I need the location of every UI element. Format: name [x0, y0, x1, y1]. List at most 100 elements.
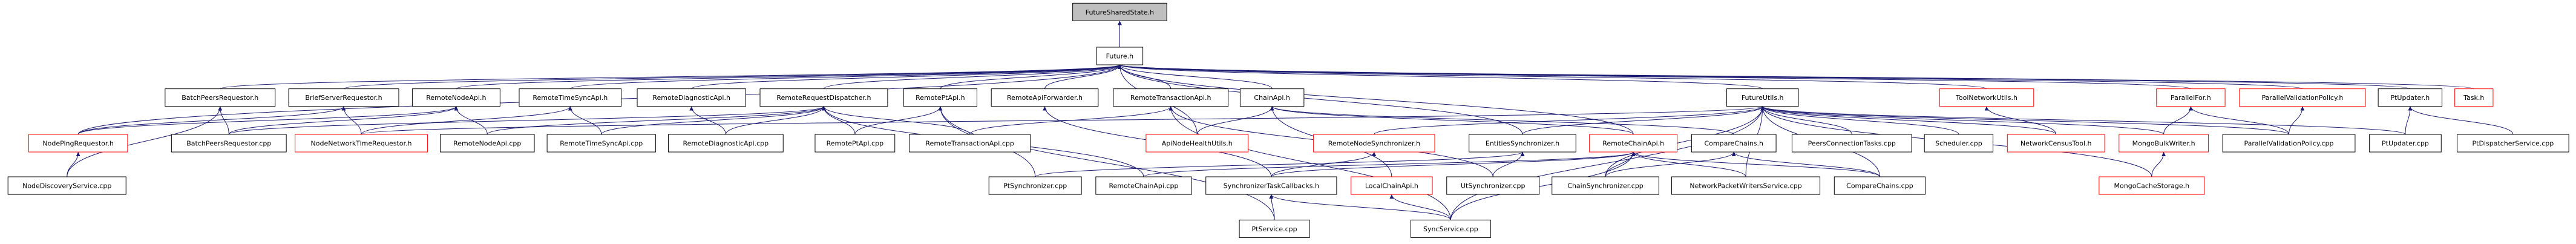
- edge-arrow: [1035, 151, 1525, 177]
- node-remotenodeapi-h[interactable]: RemoteNodeApi.h: [411, 88, 500, 107]
- edge-arrow: [1605, 151, 1736, 177]
- node-label: RemoteRequestDispatcher.h: [776, 94, 871, 102]
- node-batchpeersrequestor-cpp[interactable]: BatchPeersRequestor.cpp: [171, 134, 287, 153]
- node-label: SyncService.cpp: [1423, 225, 1478, 233]
- node-futureutils-h[interactable]: FutureUtils.h: [1726, 88, 1799, 107]
- node-toolnetworkutils-h[interactable]: ToolNetworkUtils.h: [1939, 88, 2034, 107]
- node-box: [2222, 134, 2356, 153]
- edge-arrow: [1044, 64, 1122, 89]
- node-remotetimesyncapi-h[interactable]: RemoteTimeSyncApi.h: [519, 88, 622, 107]
- edge-arrow: [725, 106, 826, 135]
- edge-arrow: [1118, 64, 2191, 90]
- node-mongocachestorage-h[interactable]: MongoCacheStorage.h: [2099, 176, 2205, 195]
- edge-arrow: [341, 106, 362, 134]
- node-label: UtSynchronizer.cpp: [1461, 182, 1525, 190]
- node-remoterequestdispatcher-h[interactable]: RemoteRequestDispatcher.h: [759, 88, 888, 107]
- node-nodenetworktimerequestor-h[interactable]: NodeNetworkTimeRequestor.h: [295, 134, 428, 153]
- node-box: [7, 176, 126, 195]
- edge-arrow: [1984, 106, 2057, 135]
- node-box: [1791, 134, 1912, 153]
- node-localchainapi-h[interactable]: LocalChainApi.h: [1351, 176, 1433, 195]
- edge-arrow: [228, 106, 459, 135]
- node-future-h[interactable]: Future.h: [1096, 47, 1144, 65]
- edge-arrow: [1143, 151, 1636, 177]
- node-remotenodeapi-cpp[interactable]: RemoteNodeApi.cpp: [440, 134, 535, 153]
- node-comparechains-h[interactable]: CompareChains.h: [1691, 134, 1777, 153]
- node-remoteptapi-cpp[interactable]: RemotePtApi.cpp: [814, 134, 896, 153]
- node-parallelvalidationpolicy-cpp[interactable]: ParallelValidationPolicy.cpp: [2222, 134, 2356, 153]
- edge-arrow: [456, 64, 1122, 90]
- node-comparechains-cpp[interactable]: CompareChains.cpp: [1834, 176, 1926, 195]
- node-label: ParallelValidationPolicy.cpp: [2244, 140, 2334, 148]
- node-box: [519, 88, 622, 107]
- node-peersconnectiontasks-cpp[interactable]: PeersConnectionTasks.cpp: [1791, 134, 1912, 153]
- node-ptservice-cpp[interactable]: PtService.cpp: [1239, 219, 1310, 238]
- node-apinodehealthutils-h[interactable]: ApiNodeHealthUtils.h: [1145, 134, 1249, 153]
- edge-arrow: [1631, 151, 1746, 177]
- node-remotenodesynchronizer-h[interactable]: RemoteNodeSynchronizer.h: [1313, 134, 1435, 153]
- node-box: [1410, 219, 1491, 238]
- node-remotetransactionapi-cpp[interactable]: RemoteTransactionApi.cpp: [908, 134, 1031, 153]
- edge-arrow: [2163, 106, 2193, 135]
- node-remotechainapi-h[interactable]: RemoteChainApi.h: [1589, 134, 1678, 153]
- node-label: ParallelValidationPolicy.h: [2261, 94, 2343, 102]
- node-remotetimesyncapi-cpp[interactable]: RemoteTimeSyncApi.cpp: [546, 134, 656, 153]
- node-nodediscoveryservice-cpp[interactable]: NodeDiscoveryService.cpp: [7, 176, 126, 195]
- edge-arrow: [343, 64, 1122, 90]
- edge-arrow: [1270, 106, 1734, 135]
- node-syncservice-cpp[interactable]: SyncService.cpp: [1410, 219, 1491, 238]
- edge-arrow: [1271, 151, 1636, 177]
- edge-arrow: [569, 64, 1122, 90]
- node-synchronizertaskcallbacks-h[interactable]: SynchronizerTaskCallbacks.h: [1205, 176, 1337, 195]
- node-box: [1834, 176, 1926, 195]
- node-label: RemotePtApi.cpp: [827, 140, 883, 148]
- node-mongobulkwriter-h[interactable]: MongoBulkWriter.h: [2119, 134, 2209, 153]
- node-ptdispatcherservice-cpp[interactable]: PtDispatcherService.cpp: [2457, 134, 2569, 153]
- node-box: [637, 88, 746, 107]
- node-box: [1589, 134, 1678, 153]
- edge-arrow: [691, 64, 1122, 90]
- node-remotediagnosticapi-h[interactable]: RemoteDiagnosticApi.h: [637, 88, 746, 107]
- edge-arrow: [454, 106, 488, 135]
- node-box: [2007, 134, 2105, 153]
- node-chainapi-h[interactable]: ChainApi.h: [1239, 88, 1305, 107]
- node-batchpeersrequestor-h[interactable]: BatchPeersRequestor.h: [165, 88, 276, 107]
- node-label: NodePingRequestor.h: [42, 140, 114, 148]
- edge-arrow: [2408, 106, 2514, 135]
- node-box: [1239, 88, 1305, 107]
- node-box: [1924, 134, 1994, 153]
- node-box: [1239, 219, 1310, 238]
- node-box: [1691, 134, 1777, 153]
- node-remoteptapi-h[interactable]: RemotePtApi.h: [903, 88, 977, 107]
- node-ptupdater-h[interactable]: PtUpdater.h: [2378, 88, 2443, 107]
- node-label: NetworkCensusTool.h: [2020, 140, 2092, 148]
- edge-arrow: [1168, 106, 1451, 220]
- node-task-h[interactable]: Task.h: [2454, 88, 2494, 107]
- node-box: [1205, 176, 1337, 195]
- node-nodepingrequestor-h[interactable]: NodePingRequestor.h: [28, 134, 128, 153]
- node-networkcensustool-h[interactable]: NetworkCensusTool.h: [2007, 134, 2105, 153]
- node-parallelfor-h[interactable]: ParallelFor.h: [2156, 88, 2226, 107]
- node-remotetransactionapi-h[interactable]: RemoteTransactionApi.h: [1113, 88, 1229, 107]
- node-remotediagnosticapi-cpp[interactable]: RemoteDiagnosticApi.cpp: [667, 134, 784, 153]
- node-remotechainapi-cpp[interactable]: RemoteChainApi.cpp: [1095, 176, 1192, 195]
- edge-arrow: [1118, 64, 2474, 90]
- node-scheduler-cpp[interactable]: Scheduler.cpp: [1924, 134, 1994, 153]
- edge-arrow: [361, 106, 572, 135]
- node-entitiessynchronizer-h[interactable]: EntitiesSynchronizer.h: [1469, 134, 1576, 153]
- node-ptsynchronizer-cpp[interactable]: PtSynchronizer.cpp: [988, 176, 1082, 195]
- node-box: [171, 134, 287, 153]
- node-ptupdater-cpp[interactable]: PtUpdater.cpp: [2369, 134, 2442, 153]
- node-box: [28, 134, 128, 153]
- node-parallelvalidationpolicy-h[interactable]: ParallelValidationPolicy.h: [2239, 88, 2366, 107]
- node-briefserverrequestor-h[interactable]: BriefServerRequestor.h: [288, 88, 399, 107]
- node-label: RemoteDiagnosticApi.cpp: [683, 140, 769, 148]
- node-futuresharedstate-h: FutureSharedState.h: [1072, 2, 1167, 21]
- edge-arrow: [601, 106, 826, 135]
- node-chainsynchronizer-cpp[interactable]: ChainSynchronizer.cpp: [1552, 176, 1659, 195]
- node-label: PeersConnectionTasks.cpp: [1808, 140, 1896, 148]
- node-networkpacketwritersservice-cpp[interactable]: NetworkPacketWritersService.cpp: [1671, 176, 1821, 195]
- node-label: ParallelFor.h: [2171, 94, 2211, 102]
- node-remoteapiforwarder-h[interactable]: RemoteApiForwarder.h: [991, 88, 1099, 107]
- node-utsynchronizer-cpp[interactable]: UtSynchronizer.cpp: [1446, 176, 1540, 195]
